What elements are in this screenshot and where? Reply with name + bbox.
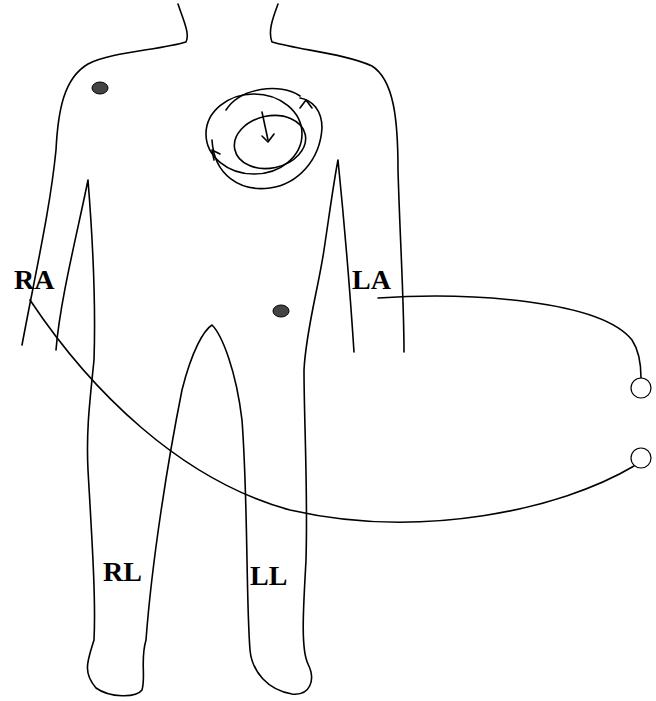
- lead-label: LL: [250, 562, 287, 590]
- electrode-dot: [273, 305, 289, 317]
- lead-label: LA: [352, 266, 391, 294]
- lead-connector: [631, 448, 651, 468]
- lead-label: RL: [103, 558, 142, 586]
- electrode-dot: [92, 82, 108, 94]
- lead-label: RA: [14, 266, 54, 294]
- lead-connector: [631, 378, 651, 398]
